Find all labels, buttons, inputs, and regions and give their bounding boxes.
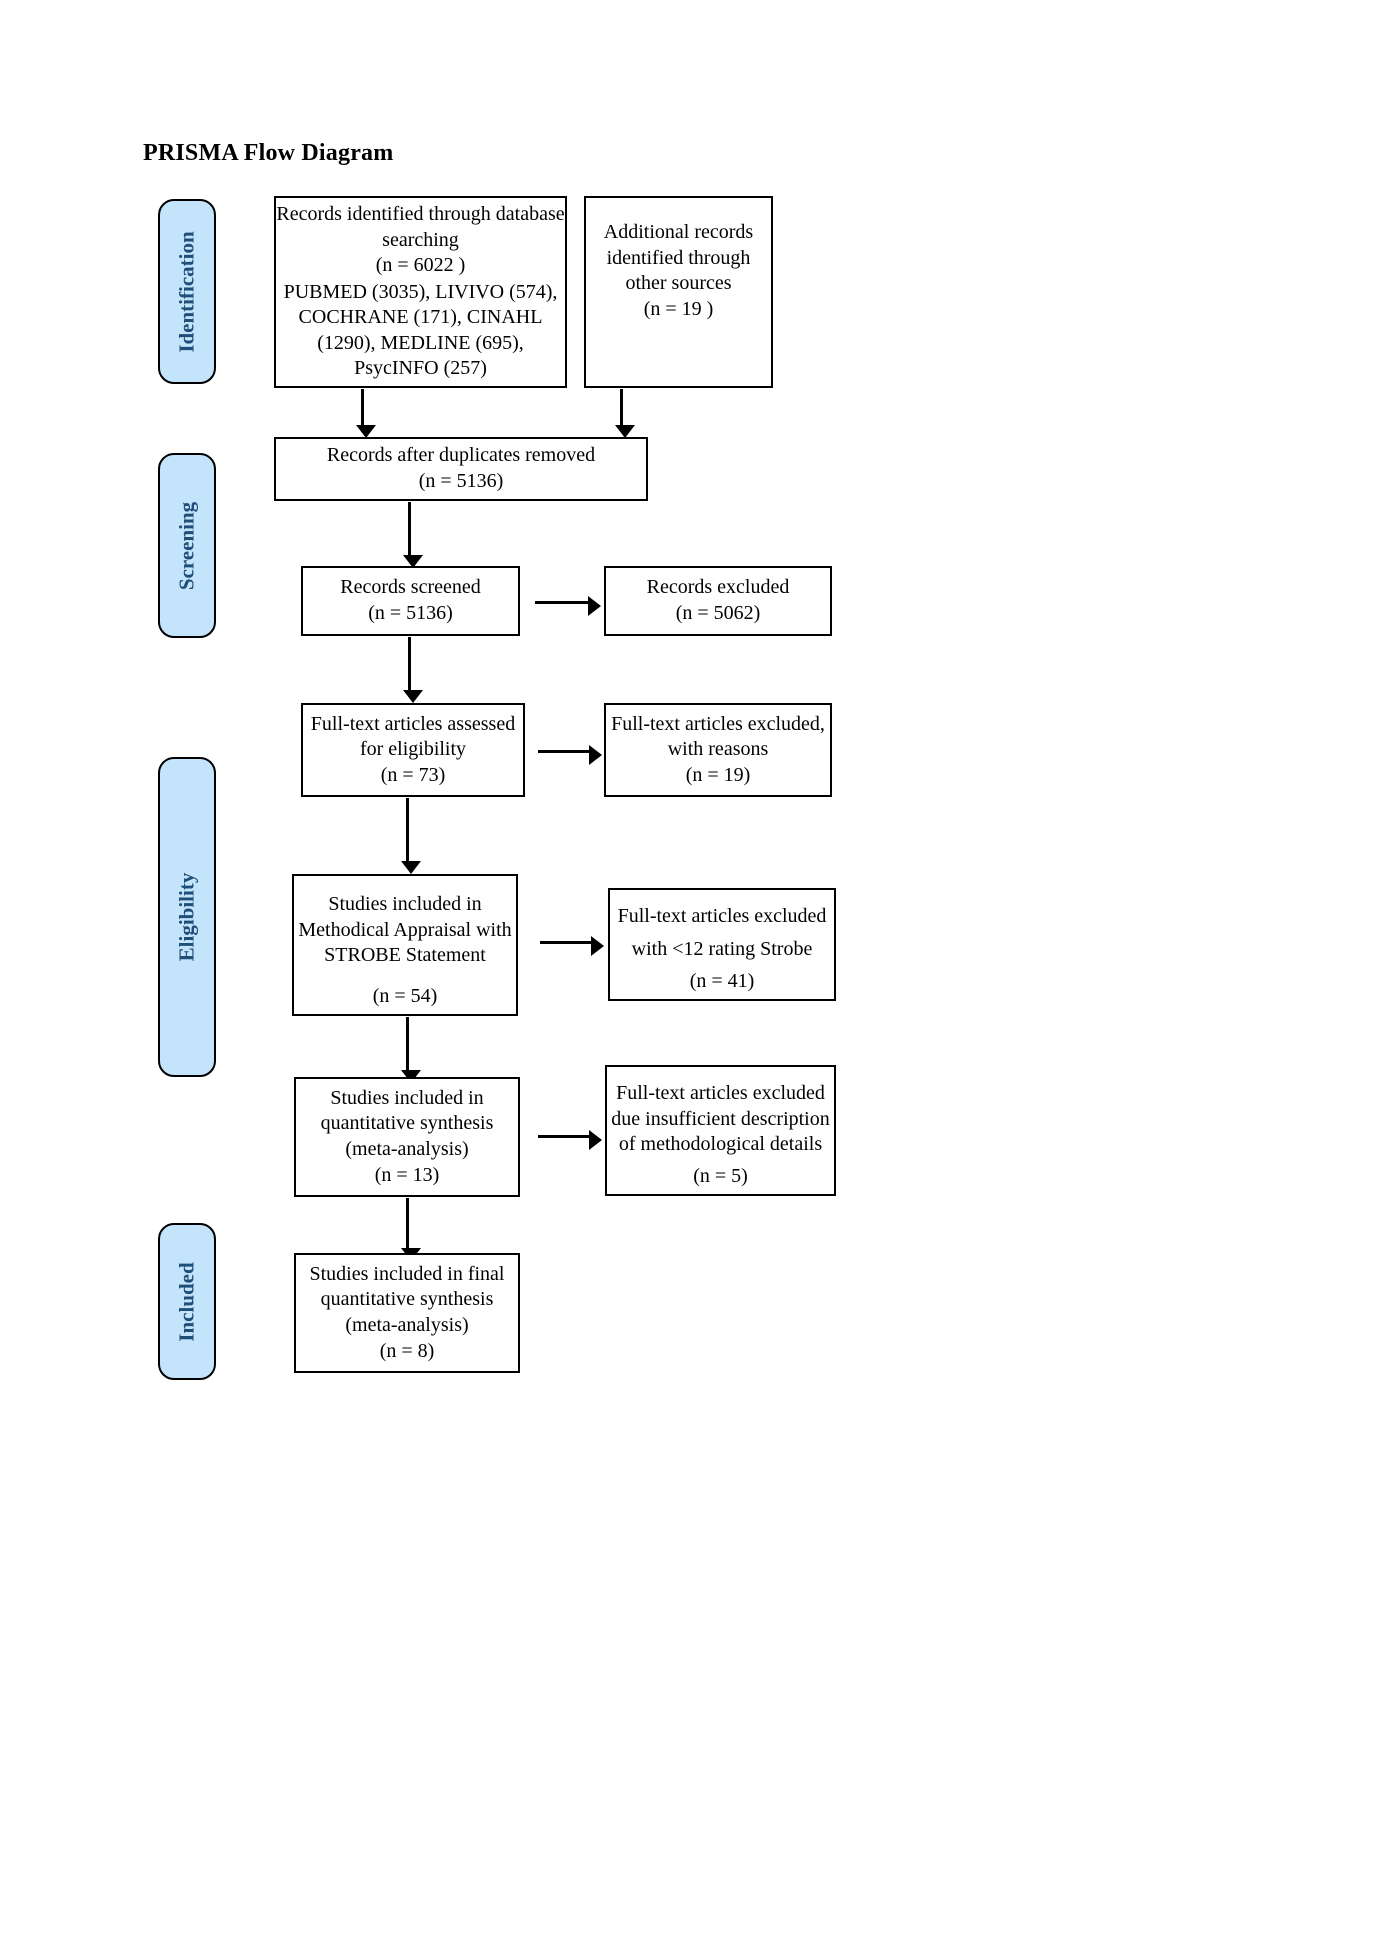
box-count: (n = 5136) xyxy=(368,602,453,624)
box-studies-final-quantitative-synthesis: Studies included in final quantitative s… xyxy=(294,1253,520,1373)
box-additional-records-other-sources: Additional records identified through ot… xyxy=(584,196,773,388)
box-line: with reasons xyxy=(667,738,769,761)
box-records-excluded: Records excluded (n = 5062) xyxy=(604,566,832,636)
box-count: (n = 5) xyxy=(693,1165,748,1188)
box-line: Records excluded xyxy=(646,576,790,599)
arrow-screened-to-fulltext xyxy=(402,637,423,703)
box-line: identified through xyxy=(606,246,751,269)
box-studies-quantitative-synthesis: Studies included in quantitative synthes… xyxy=(294,1077,520,1197)
arrow-duplicates-to-screened xyxy=(402,502,423,568)
box-line: (meta-analysis) xyxy=(345,1138,469,1160)
box-count: (n = 19) xyxy=(685,763,751,786)
arrow-screened-to-excluded xyxy=(535,595,601,616)
stage-label-included: Included xyxy=(174,1261,199,1342)
box-fulltext-excluded-with-reasons: Full-text articles excluded, with reason… xyxy=(604,703,832,797)
box-count: (n = 54) xyxy=(372,985,438,1008)
arrow-other-sources-to-duplicates xyxy=(614,389,635,438)
stage-label-identification: Identification xyxy=(174,230,199,353)
arrow-strobe-to-strobe-excluded xyxy=(540,935,604,956)
box-studies-strobe-appraisal: Studies included in Methodical Appraisal… xyxy=(292,874,518,1016)
stage-pill-identification: Identification xyxy=(158,199,216,384)
box-line: for eligibility xyxy=(359,738,467,761)
box-line: Studies included in xyxy=(330,1086,484,1109)
box-line: PsycINFO (257) xyxy=(354,357,487,380)
box-count: (n = 6022 ) xyxy=(375,254,466,277)
box-line: other sources xyxy=(625,272,732,295)
box-count: (n = 5136) xyxy=(418,470,504,492)
box-count: (n = 8) xyxy=(379,1339,435,1362)
box-count: (n = 5062) xyxy=(675,602,761,624)
box-line: (meta-analysis) xyxy=(345,1314,469,1336)
box-line: Full-text articles excluded, xyxy=(611,712,825,735)
box-count: (n = 73) xyxy=(380,763,446,786)
box-line: quantitative synthesis xyxy=(320,1112,494,1135)
box-fulltext-assessed-eligibility: Full-text articles assessed for eligibil… xyxy=(301,703,525,797)
box-count: (n = 13) xyxy=(374,1163,440,1186)
box-line: Studies included in final xyxy=(309,1262,505,1285)
box-fulltext-excluded-method-details: Full-text articles excluded due insuffic… xyxy=(605,1065,836,1196)
box-line: COCHRANE (171), CINAHL xyxy=(298,306,543,329)
box-records-identified-database: Records identified through database sear… xyxy=(274,196,567,388)
box-line: quantitative synthesis xyxy=(320,1288,494,1311)
box-line: Full-text articles excluded xyxy=(617,905,827,927)
box-count: (n = 41) xyxy=(689,970,755,993)
box-line: Records identified through database xyxy=(276,203,565,225)
box-line: Additional records xyxy=(603,221,754,243)
page-title: PRISMA Flow Diagram xyxy=(143,140,394,166)
arrow-quant-to-method-excluded xyxy=(538,1129,602,1150)
box-line: of methodological details xyxy=(618,1133,823,1156)
arrow-fulltext-to-strobe xyxy=(400,798,421,874)
arrow-strobe-to-quant-synthesis xyxy=(400,1017,421,1083)
box-fulltext-excluded-strobe-rating: Full-text articles excluded with <12 rat… xyxy=(608,888,836,1001)
stage-pill-screening: Screening xyxy=(158,453,216,638)
arrow-fulltext-to-excluded-reasons xyxy=(538,744,602,765)
stage-pill-included: Included xyxy=(158,1223,216,1380)
box-line: Records screened xyxy=(340,576,481,599)
arrow-quant-to-final-synthesis xyxy=(400,1198,421,1261)
box-line: Records after duplicates removed xyxy=(326,444,596,467)
box-records-screened: Records screened (n = 5136) xyxy=(301,566,520,636)
stage-pill-eligibility: Eligibility xyxy=(158,757,216,1077)
stage-label-screening: Screening xyxy=(174,501,199,590)
box-line: PUBMED (3035), LIVIVO (574), xyxy=(283,280,558,303)
stage-label-eligibility: Eligibility xyxy=(174,872,199,962)
box-line: (1290), MEDLINE (695), xyxy=(317,331,524,354)
box-line: Full-text articles assessed xyxy=(310,712,516,735)
arrow-db-search-to-duplicates xyxy=(355,389,376,438)
box-line: due insufficient description xyxy=(611,1107,830,1130)
box-records-after-duplicates-removed: Records after duplicates removed (n = 51… xyxy=(274,437,648,501)
box-line: STROBE Statement xyxy=(324,944,486,967)
box-line: Methodical Appraisal with xyxy=(298,918,512,941)
box-line: Studies included in xyxy=(328,893,482,915)
box-line: searching xyxy=(382,228,459,251)
box-count: (n = 19 ) xyxy=(643,297,714,320)
box-line: Full-text articles excluded xyxy=(616,1082,825,1104)
box-line: with <12 rating Strobe xyxy=(631,937,813,960)
